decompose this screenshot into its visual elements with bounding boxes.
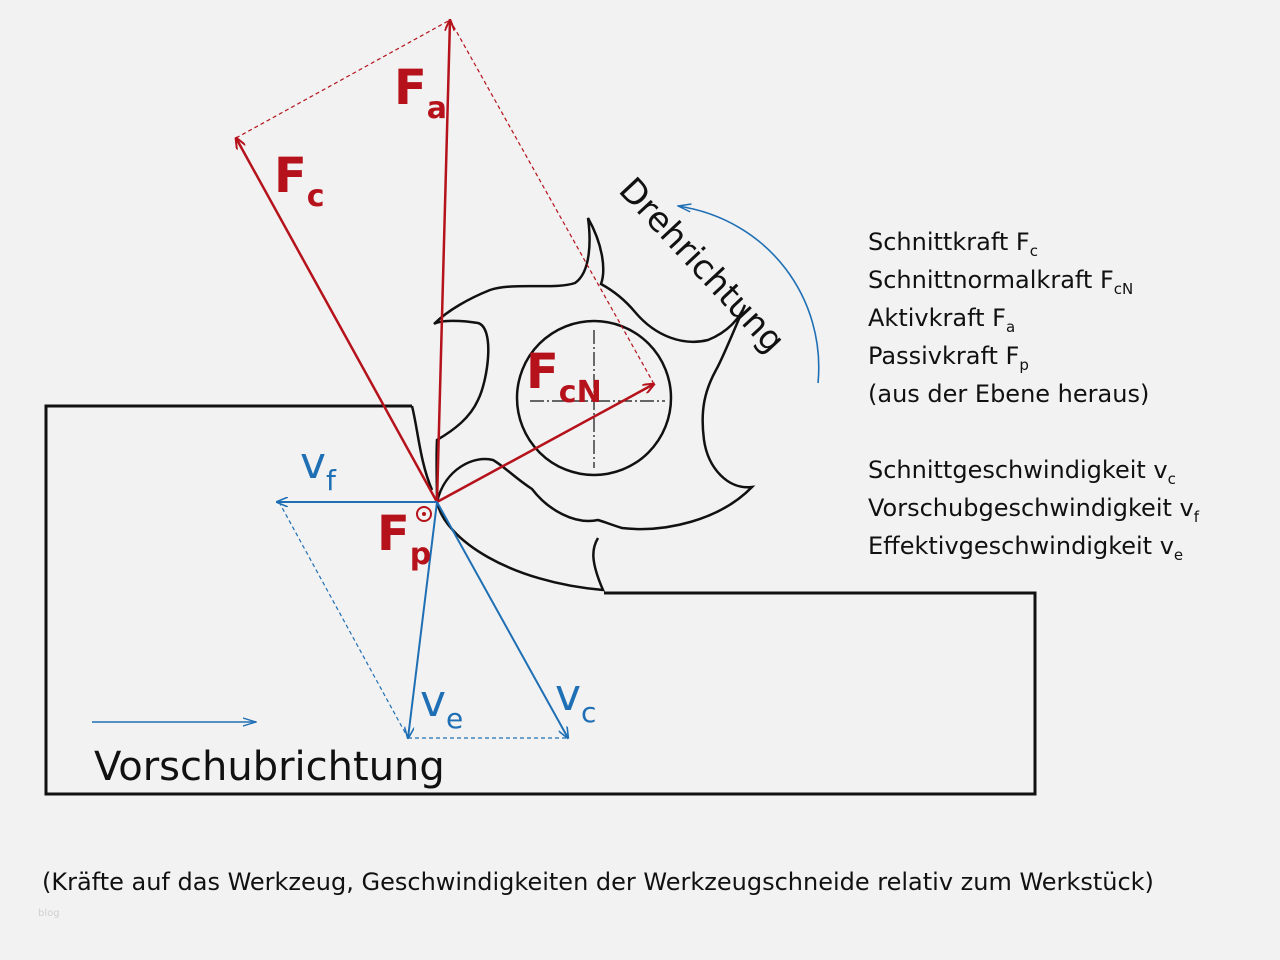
fp-out-of-plane-dot <box>422 512 426 516</box>
force-construction-line-top <box>235 19 451 139</box>
force-vector-fc <box>236 138 439 503</box>
legend-schnittnormalkraft: Schnittnormalkraft FcN <box>868 266 1134 298</box>
legend-effektivgeschwindigkeit: Effektivgeschwindigkeit ve <box>868 532 1184 564</box>
label-vc: vc <box>555 670 597 729</box>
label-fc: Fc <box>274 148 325 214</box>
label-vf: vf <box>300 438 336 497</box>
fp-out-of-plane-symbol <box>416 506 432 522</box>
legend-passivkraft-note: (aus der Ebene heraus) <box>868 380 1150 408</box>
velocity-vector-ve <box>408 501 438 738</box>
feed-direction-label: Vorschubrichtung <box>94 744 445 790</box>
force-vector-fa <box>435 20 450 503</box>
cutter-hub-circle <box>515 319 673 477</box>
label-ve: ve <box>420 676 464 735</box>
force-vector-fcn <box>436 384 654 504</box>
velocity-vector-vc <box>436 501 568 738</box>
rotation-direction-arrow <box>678 206 820 384</box>
legend-vorschubgeschwindigkeit: Vorschubgeschwindigkeit vf <box>868 494 1200 526</box>
label-fcn: FcN <box>526 344 602 410</box>
legend-schnittgeschwindigkeit: Schnittgeschwindigkeit vc <box>868 456 1176 488</box>
workpiece-outline <box>44 404 1037 796</box>
legend-aktivkraft: Aktivkraft Fa <box>868 304 1016 336</box>
legend-passivkraft: Passivkraft Fp <box>868 342 1029 374</box>
watermark: blog <box>38 908 60 919</box>
workpiece-cut-flank <box>410 405 434 491</box>
label-fa: Fa <box>394 60 448 126</box>
legend-schnittkraft: Schnittkraft Fc <box>868 228 1038 260</box>
velocity-construction-line-left <box>278 501 409 739</box>
label-fp: Fp <box>377 506 432 572</box>
diagram-caption: (Kräfte auf das Werkzeug, Geschwindigkei… <box>42 868 1154 896</box>
milling-cutter-outline <box>433 217 756 592</box>
